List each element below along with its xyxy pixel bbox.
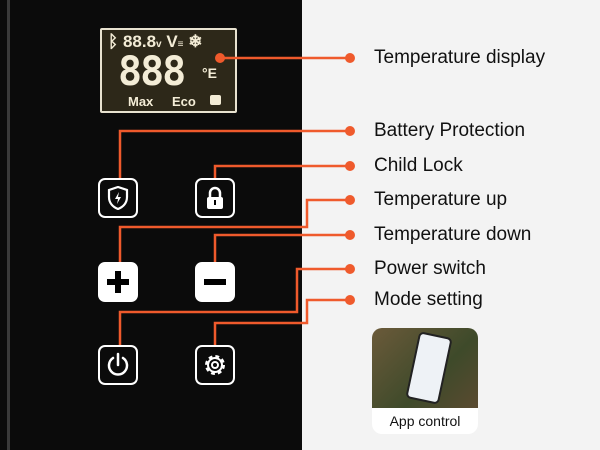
callout-dot (345, 195, 355, 205)
callout-line-mode (213, 298, 350, 345)
bluetooth-icon: ᛒ (108, 32, 119, 51)
power-button[interactable] (98, 345, 138, 385)
panel-edge (7, 0, 10, 450)
lcd-display: ᛒ 88.8v V≡ ❄ 888 °E Max Eco (100, 28, 237, 113)
power-icon (107, 352, 129, 376)
lock-icon (207, 186, 223, 209)
temperature-down-button[interactable] (195, 262, 235, 302)
v-big: V (166, 32, 178, 51)
snowflake-icon: ❄ (188, 32, 203, 51)
shield-bolt-icon (107, 186, 129, 210)
callout-dot (345, 295, 355, 305)
label-child-lock: Child Lock (374, 155, 463, 176)
callout-dot (345, 161, 355, 171)
label-temperature-up: Temperature up (374, 189, 508, 210)
eco-indicator: Eco (172, 94, 196, 109)
callout-line-lock (213, 164, 350, 178)
callout-dot (345, 230, 355, 240)
app-control-caption: App control (389, 413, 461, 429)
voltage-readout: 88.8 (122, 32, 157, 51)
max-indicator: Max (128, 94, 154, 109)
app-control-card: App control (372, 328, 478, 434)
temperature-unit: °E (202, 65, 217, 81)
plus-icon (107, 271, 129, 293)
callout-line-down (213, 233, 350, 262)
lcd-top-row: ᛒ 88.8v V≡ ❄ (108, 33, 203, 50)
v-small: v (156, 39, 162, 50)
callout-dot (345, 53, 355, 63)
lock-indicator-icon (210, 95, 221, 105)
label-power-switch: Power switch (374, 258, 486, 279)
callout-line-up (118, 198, 350, 262)
callout-dot (215, 53, 225, 63)
child-lock-button[interactable] (195, 178, 235, 218)
mode-setting-button[interactable] (195, 345, 235, 385)
callout-dot (345, 126, 355, 136)
app-photo (372, 328, 478, 408)
callout-dot (345, 264, 355, 274)
gear-icon (205, 355, 225, 375)
callout-line-power (118, 267, 350, 345)
label-temperature-display: Temperature display (374, 47, 546, 68)
temperature-readout: 888 (118, 49, 186, 95)
label-mode-setting: Mode setting (374, 289, 483, 310)
label-temperature-down: Temperature down (374, 224, 532, 245)
battery-icon: ≡ (177, 39, 184, 50)
phone-image (405, 331, 453, 405)
callout-line-battery (118, 129, 350, 178)
minus-icon (204, 279, 226, 285)
temperature-up-button[interactable] (98, 262, 138, 302)
battery-protection-button[interactable] (98, 178, 138, 218)
label-battery-protection: Battery Protection (374, 120, 526, 141)
